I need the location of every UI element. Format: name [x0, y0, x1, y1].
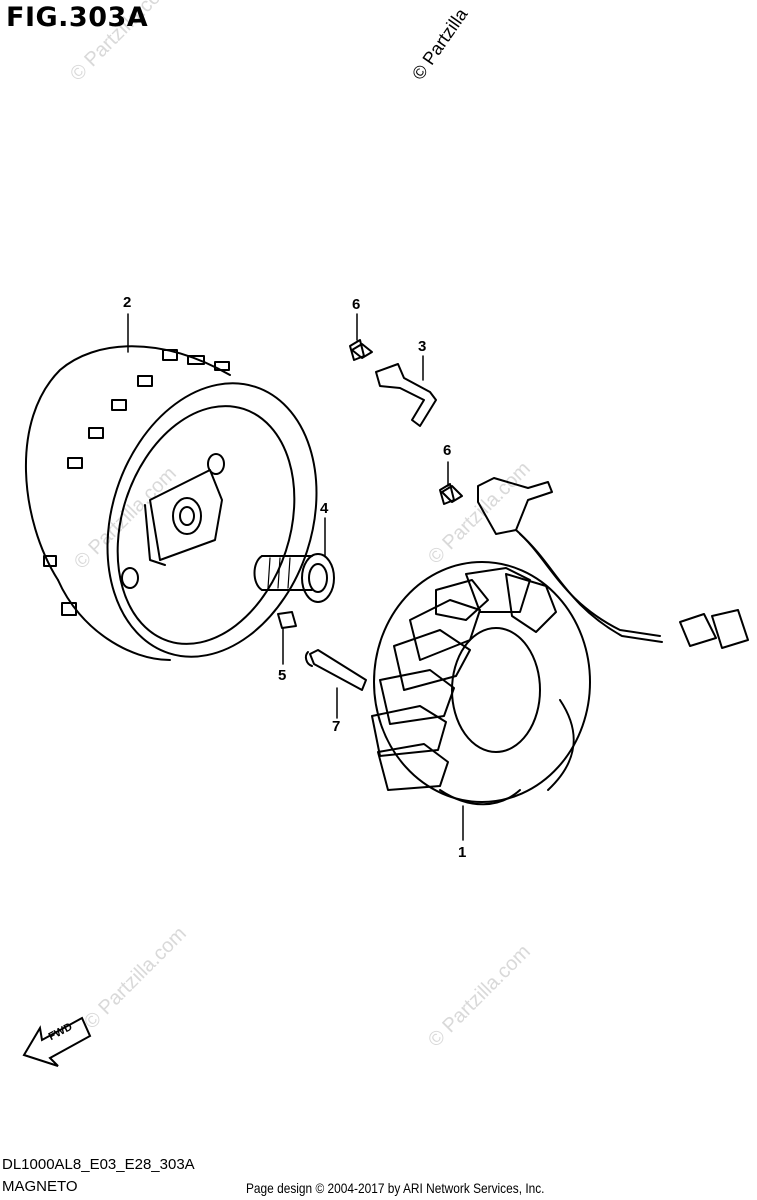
stator-coil: [371, 561, 591, 806]
callout-7: 7: [332, 718, 341, 735]
callout-2: 2: [123, 294, 132, 311]
callout-1: 1: [458, 844, 467, 861]
screw-mid: [439, 483, 463, 505]
callout-4: 4: [320, 500, 329, 517]
wire-connector: [679, 609, 749, 649]
pickup-sensor: [477, 477, 553, 535]
fwd-arrow-icon: [22, 1016, 92, 1067]
figure-title: FIG.303A: [6, 2, 149, 33]
section-name: MAGNETO: [2, 1178, 78, 1195]
callout-3: 3: [418, 338, 427, 355]
stator-bolt: [304, 649, 367, 691]
rotor-bolt: [253, 553, 335, 603]
callout-6-mid: 6: [443, 442, 452, 459]
screw-top: [349, 339, 373, 361]
callout-6-top: 6: [352, 296, 361, 313]
callout-5: 5: [278, 667, 287, 684]
page-credit: Page design © 2004-2017 by ARI Network S…: [246, 1180, 545, 1196]
sensor-bracket: [375, 363, 437, 427]
woodruff-key: [277, 611, 297, 629]
model-code: DL1000AL8_E03_E28_303A: [2, 1156, 195, 1173]
flywheel-rotor: [25, 345, 318, 661]
